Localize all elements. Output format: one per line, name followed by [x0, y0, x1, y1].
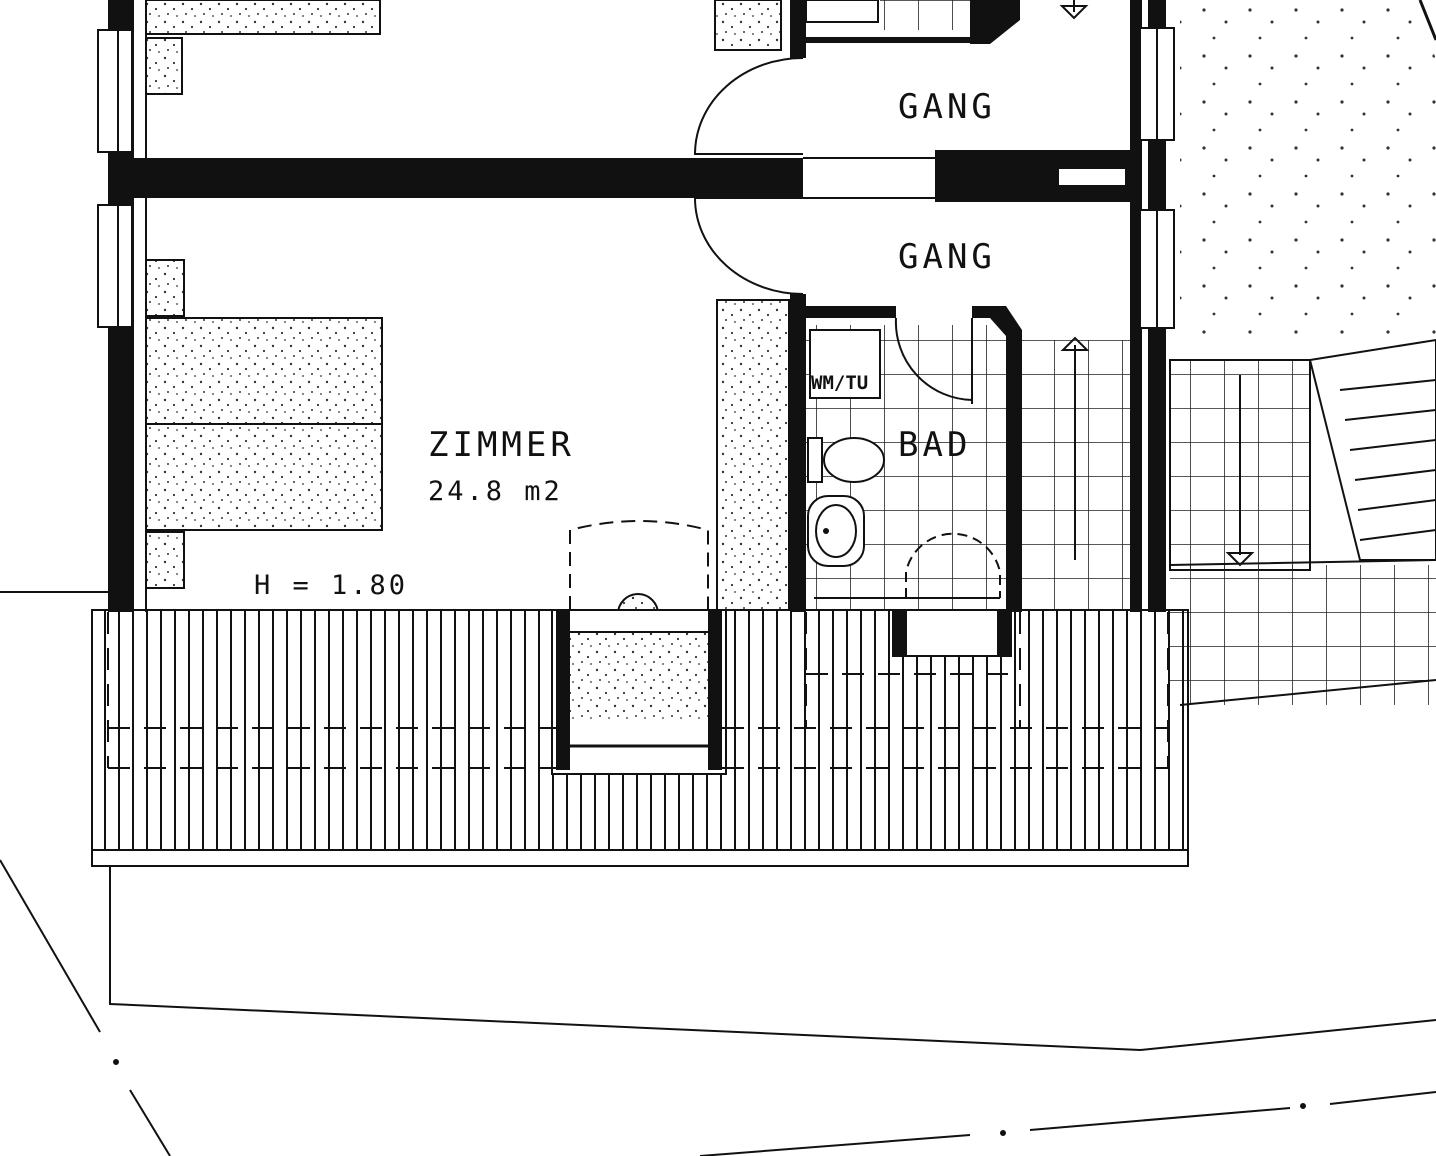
upper-beds	[145, 0, 381, 95]
door-swing	[894, 317, 973, 401]
label-zimmer-area: 24.8 m2	[428, 476, 563, 507]
right-exterior-wall	[1130, 0, 1175, 612]
zimmer-bed	[145, 259, 383, 589]
shower	[905, 532, 1001, 598]
label-gang-lower: GANG	[898, 237, 996, 277]
label-wm-tu: WM/TU	[811, 372, 868, 394]
upper-interior-walls	[714, 0, 1020, 58]
exterior-stairs	[1169, 338, 1436, 706]
door-swings	[693, 57, 804, 295]
site-outline	[0, 591, 1436, 1156]
wardrobe	[716, 299, 790, 611]
arrow-up-icon	[1060, 336, 1090, 351]
partition-wall	[108, 150, 1135, 202]
toilet-icon	[823, 437, 885, 483]
arrow-down-icon	[1225, 552, 1255, 567]
label-zimmer: ZIMMER	[428, 425, 575, 465]
label-bad: BAD	[898, 425, 971, 465]
outside-terrain	[1180, 0, 1436, 340]
stair-run	[880, 0, 1255, 610]
roof-area	[91, 609, 1189, 867]
bathroom	[790, 294, 1022, 612]
toilet-tank	[807, 437, 823, 483]
label-height: H = 1.80	[254, 570, 408, 601]
left-exterior-wall	[97, 0, 147, 612]
label-gang-upper: GANG	[898, 87, 996, 127]
